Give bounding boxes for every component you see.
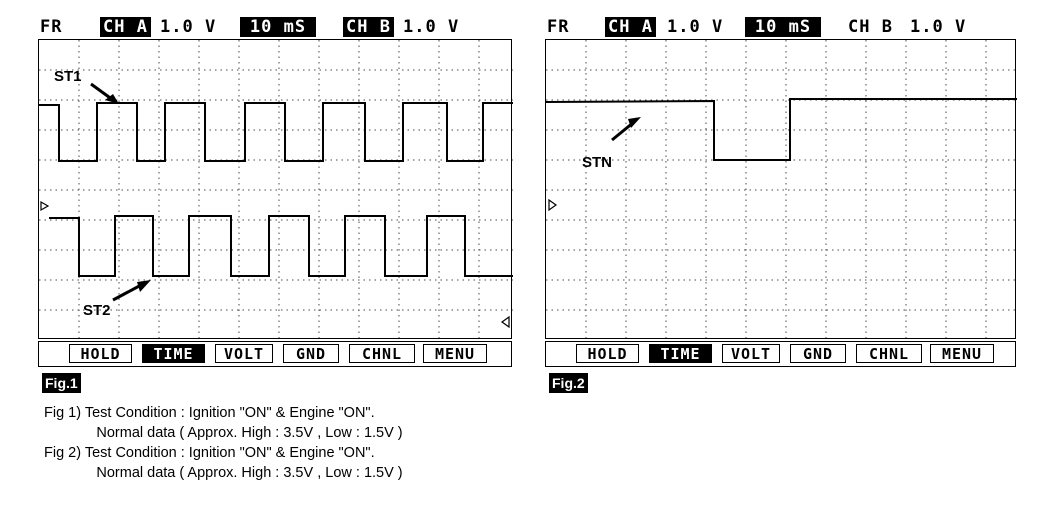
st1-waveform [39, 102, 513, 162]
time-button[interactable]: TIME [649, 344, 712, 363]
softkey-bar: HOLD TIME VOLT GND CHNL MENU [38, 341, 512, 367]
channel-a-label: CH A [605, 17, 656, 37]
channel-b-volt: 1.0 V [910, 17, 967, 37]
st2-arrow [112, 282, 144, 302]
fig2-tag: Fig.2 [549, 373, 588, 393]
waveform-display [546, 40, 1017, 340]
fig1-tag: Fig.1 [42, 373, 81, 393]
gnd-button[interactable]: GND [283, 344, 339, 363]
fig2-normal-data: Normal data ( Approx. High : 3.5V , Low … [44, 465, 403, 481]
oscilloscope-fig1: FR CH A 1.0 V 10 mS CH B 1.0 V [38, 15, 513, 367]
test-condition-notes: Fig 1) Test Condition : Ignition "ON" & … [44, 403, 403, 483]
oscilloscope-fig2: FR CH A 1.0 V 10 mS CH B 1.0 V [545, 15, 1017, 367]
time-button[interactable]: TIME [142, 344, 205, 363]
stn-label: STN [582, 154, 612, 171]
scope-header: FR CH A 1.0 V 10 mS CH B 1.0 V [545, 15, 1016, 38]
st2-waveform [49, 215, 513, 277]
channel-a-label: CH A [100, 17, 151, 37]
gnd-button[interactable]: GND [790, 344, 846, 363]
trigger-marker-left [40, 200, 50, 212]
channel-b-label: CH B [343, 17, 394, 37]
scope-screen: STN [545, 39, 1017, 340]
fig1-normal-data: Normal data ( Approx. High : 3.5V , Low … [44, 425, 403, 441]
trigger-marker-left [548, 198, 558, 212]
hold-button[interactable]: HOLD [69, 344, 132, 363]
scope-header: FR CH A 1.0 V 10 mS CH B 1.0 V [38, 15, 512, 38]
mode-label: FR [40, 17, 63, 37]
chnl-button[interactable]: CHNL [856, 344, 922, 363]
hold-button[interactable]: HOLD [576, 344, 639, 363]
fig1-condition: Fig 1) Test Condition : Ignition "ON" & … [44, 405, 375, 421]
mode-label: FR [547, 17, 570, 37]
st2-label: ST2 [83, 302, 111, 319]
channel-b-volt: 1.0 V [403, 17, 460, 37]
channel-a-volt: 1.0 V [160, 17, 217, 37]
channel-b-label: CH B [848, 17, 893, 37]
menu-button[interactable]: MENU [930, 344, 994, 363]
trigger-marker-right [500, 315, 510, 329]
softkey-bar: HOLD TIME VOLT GND CHNL MENU [545, 341, 1016, 367]
fig2-condition: Fig 2) Test Condition : Ignition "ON" & … [44, 445, 375, 461]
timebase: 10 mS [240, 17, 316, 37]
chnl-button[interactable]: CHNL [349, 344, 415, 363]
volt-button[interactable]: VOLT [722, 344, 780, 363]
channel-a-volt: 1.0 V [667, 17, 724, 37]
menu-button[interactable]: MENU [423, 344, 487, 363]
waveform-display [39, 40, 513, 340]
st1-label: ST1 [54, 68, 82, 85]
stn-waveform [546, 98, 1017, 161]
volt-button[interactable]: VOLT [215, 344, 273, 363]
timebase: 10 mS [745, 17, 821, 37]
scope-screen: ST1 ST2 [38, 39, 513, 340]
